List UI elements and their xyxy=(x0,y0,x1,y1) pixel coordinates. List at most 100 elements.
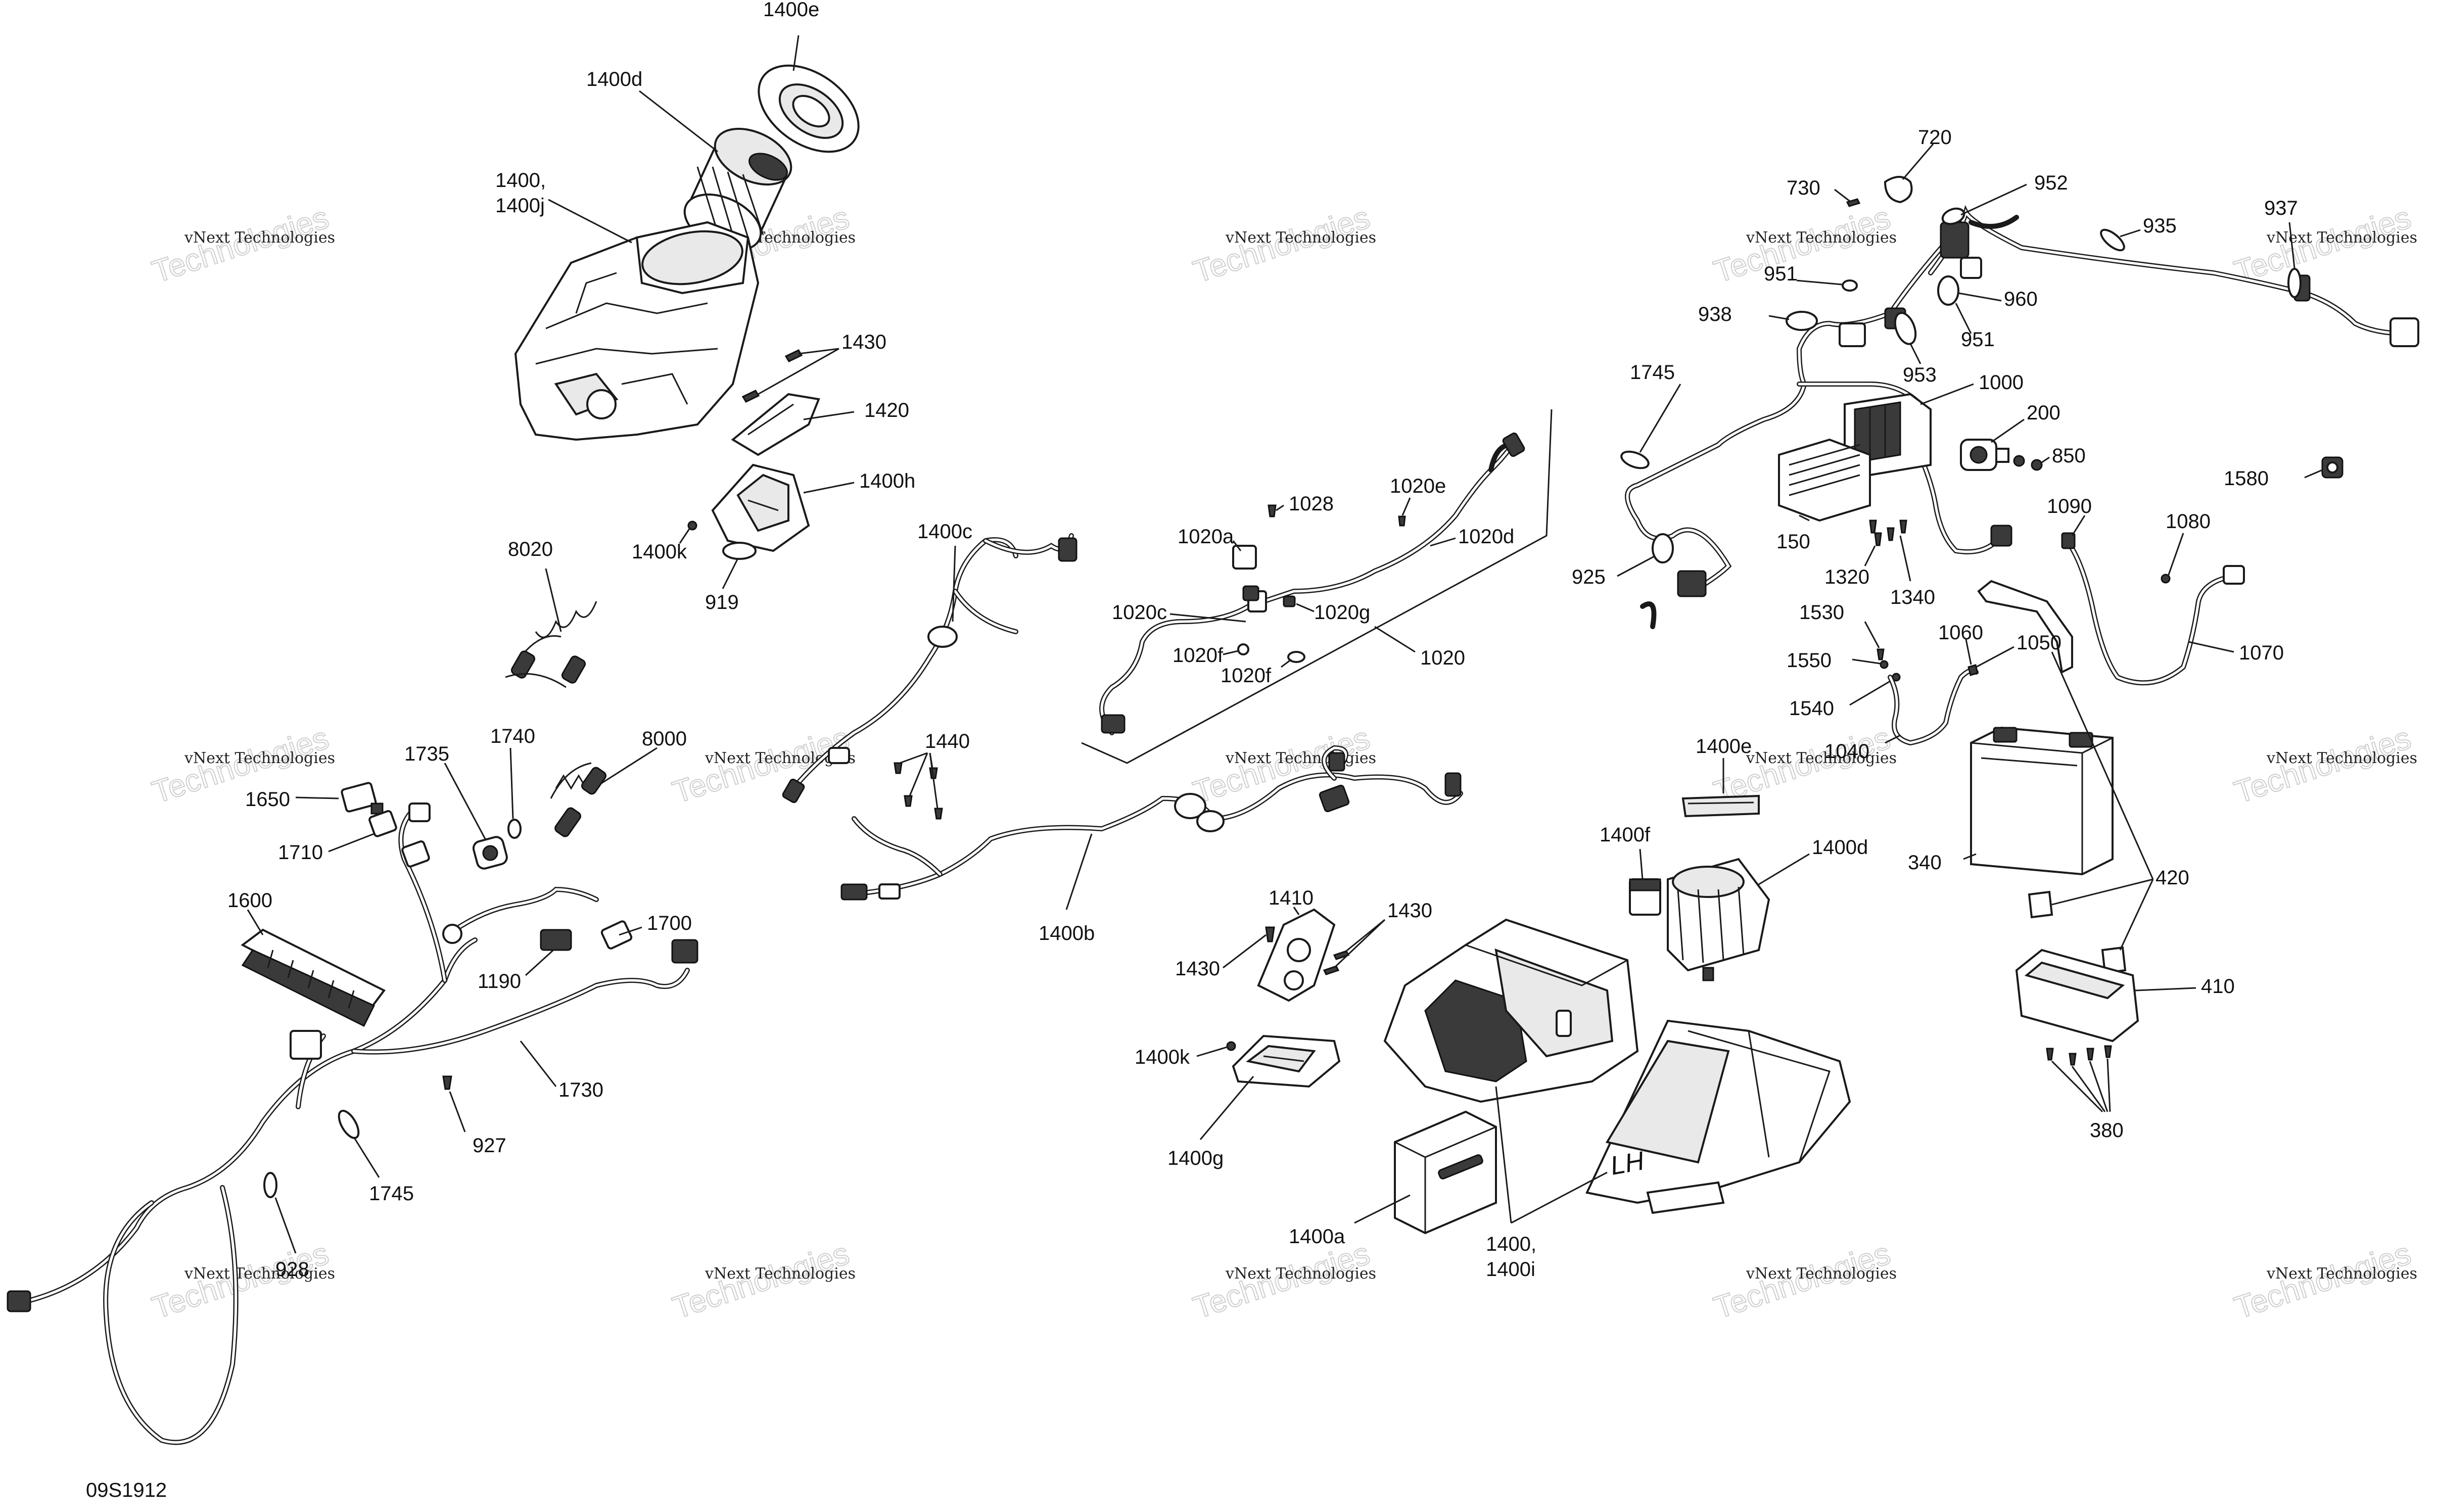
center-harness-group: 1400c 1440 1400b xyxy=(782,521,1463,944)
part-1320-screws[interactable] xyxy=(1869,519,1907,546)
watermark: Technologies vNext Technologies xyxy=(148,200,335,290)
part-1410-bracket[interactable] xyxy=(1257,908,1336,1002)
part-1020f-b[interactable] xyxy=(1287,651,1305,663)
part-951-grommet[interactable] xyxy=(1842,279,1858,292)
watermark: Technologies vNext Technologies xyxy=(1709,1236,1897,1326)
part-150-regulator[interactable] xyxy=(1778,438,1871,522)
part-1430-screw-a[interactable] xyxy=(1265,926,1275,942)
part-1430-screw-b[interactable] xyxy=(1333,950,1350,960)
part-927-clip[interactable] xyxy=(442,1075,452,1090)
part-1080-nut[interactable] xyxy=(2161,574,2171,584)
callout-935: 935 xyxy=(2143,215,2177,237)
callout-953: 953 xyxy=(1903,364,1937,386)
callout-720: 720 xyxy=(1918,126,1952,149)
part-1710-connector[interactable] xyxy=(368,802,431,868)
part-1020f-a[interactable] xyxy=(1237,643,1249,655)
part-1400b-harness[interactable] xyxy=(840,745,1463,901)
watermark: Technologies vNext Technologies xyxy=(1189,1236,1376,1326)
part-main-front-harness[interactable] xyxy=(1625,205,2419,629)
part-937-tie[interactable] xyxy=(2287,268,2302,298)
part-1430-screws[interactable] xyxy=(741,349,803,403)
part-410-tray[interactable] xyxy=(2015,949,2139,1043)
part-1550-washer[interactable] xyxy=(1880,660,1889,669)
part-919-grommet[interactable] xyxy=(722,542,757,560)
part-1400-lower-housing[interactable] xyxy=(1383,918,1639,1103)
part-1740-ring[interactable] xyxy=(507,819,522,839)
part-1580-connector[interactable] xyxy=(2321,456,2344,479)
part-1020a[interactable] xyxy=(1232,545,1257,570)
part-1070-cable[interactable] xyxy=(2061,532,2245,686)
part-1040-cable[interactable] xyxy=(1888,668,1979,746)
kit-outline xyxy=(1081,409,1553,764)
part-420-pad[interactable] xyxy=(2028,890,2053,919)
part-8000-key[interactable] xyxy=(550,762,607,838)
part-850-nut[interactable] xyxy=(2031,459,2043,471)
part-1400g-module[interactable] xyxy=(1232,1034,1341,1088)
part-1400k-screw-b[interactable] xyxy=(1226,1041,1236,1051)
connector-icon xyxy=(671,939,698,964)
part-935-tie[interactable] xyxy=(2098,226,2127,254)
callout-8000: 8000 xyxy=(642,728,687,750)
part-1400e-bezel[interactable] xyxy=(743,48,875,170)
callout-1400j: 1400j xyxy=(495,195,545,217)
callout-1740: 1740 xyxy=(490,725,535,747)
callout-1020f-b: 1020f xyxy=(1221,665,1272,687)
part-925-tie[interactable] xyxy=(1652,533,1674,563)
part-720-clip[interactable] xyxy=(1884,176,1913,204)
part-1400d-lower-gauge[interactable] xyxy=(1667,858,1770,981)
part-1400f-gauge[interactable] xyxy=(1629,878,1661,916)
part-1600-module[interactable] xyxy=(241,928,386,1027)
callout-1540: 1540 xyxy=(1789,697,1834,720)
part-952-tie[interactable] xyxy=(1941,206,1966,226)
part-1060-clip[interactable] xyxy=(1967,664,1979,676)
part-850-nut[interactable] xyxy=(2013,455,2025,467)
part-1735-switch[interactable] xyxy=(472,835,508,870)
callout-1550: 1550 xyxy=(1787,649,1832,672)
part-1400-lh-cover[interactable]: LH xyxy=(1585,1019,1851,1214)
part-1400k-screw[interactable] xyxy=(687,521,697,531)
part-928-tie[interactable] xyxy=(263,1172,277,1198)
part-200-solenoid[interactable] xyxy=(1960,439,2009,471)
part-1440-screws[interactable] xyxy=(894,762,943,820)
part-1020g[interactable] xyxy=(1283,595,1296,607)
part-1730-harness[interactable] xyxy=(7,806,698,1445)
callout-1400-lower: 1400, xyxy=(1486,1233,1536,1255)
part-1400-housing[interactable] xyxy=(514,221,760,441)
svg-text:vNext Technologies: vNext Technologies xyxy=(2266,229,2417,247)
part-340-battery[interactable] xyxy=(1970,726,2114,876)
part-1400c-harness[interactable] xyxy=(782,533,1077,804)
part-1400h-module[interactable] xyxy=(711,463,810,552)
part-1400e-lens[interactable] xyxy=(1681,794,1760,818)
part-1430-screw-c[interactable] xyxy=(1323,965,1340,975)
part-420-pad[interactable] xyxy=(2101,946,2127,974)
part-1650-relay[interactable] xyxy=(341,782,384,815)
part-1050-strap[interactable] xyxy=(1977,580,2073,674)
callout-1400h: 1400h xyxy=(859,470,915,492)
part-8020-tether[interactable] xyxy=(505,601,597,688)
part-1400a-module[interactable] xyxy=(1394,1110,1497,1235)
callout-1400f: 1400f xyxy=(1600,824,1651,846)
part-938-grommet[interactable] xyxy=(1786,311,1818,331)
callout-1400i: 1400i xyxy=(1486,1258,1535,1281)
svg-text:vNext Technologies: vNext Technologies xyxy=(1225,749,1376,767)
watermark: Technologies vNext Technologies xyxy=(2230,200,2417,290)
adapter-harness-1020-group: 1028 1020e 1020a 1020d 1020c 1020g 1020f… xyxy=(1081,409,1553,764)
part-960-grommet[interactable] xyxy=(1937,275,1959,306)
watermark: Technologies vNext Technologies xyxy=(1189,720,1376,811)
callout-1060: 1060 xyxy=(1938,622,1983,644)
watermark: Technologies vNext Technologies xyxy=(668,720,856,811)
callout-937: 937 xyxy=(2264,197,2298,219)
part-1700-connector[interactable] xyxy=(540,920,633,951)
part-1028-screw[interactable] xyxy=(1268,504,1277,517)
watermark: Technologies vNext Technologies xyxy=(148,1236,335,1326)
part-730-screw[interactable] xyxy=(1846,198,1861,207)
part-1745-tie[interactable] xyxy=(335,1108,362,1141)
part-380-bolts[interactable] xyxy=(2046,1045,2112,1066)
callout-1400b: 1400b xyxy=(1039,922,1095,944)
part-1020e-tie[interactable] xyxy=(1398,515,1406,527)
part-1745-tie-right[interactable] xyxy=(1619,448,1651,471)
part-1020-harness[interactable] xyxy=(1099,432,1525,735)
callout-1430-b: 1430 xyxy=(1387,900,1432,922)
part-1420-bracket[interactable] xyxy=(731,393,820,456)
part-1530-screw[interactable] xyxy=(1877,648,1885,660)
